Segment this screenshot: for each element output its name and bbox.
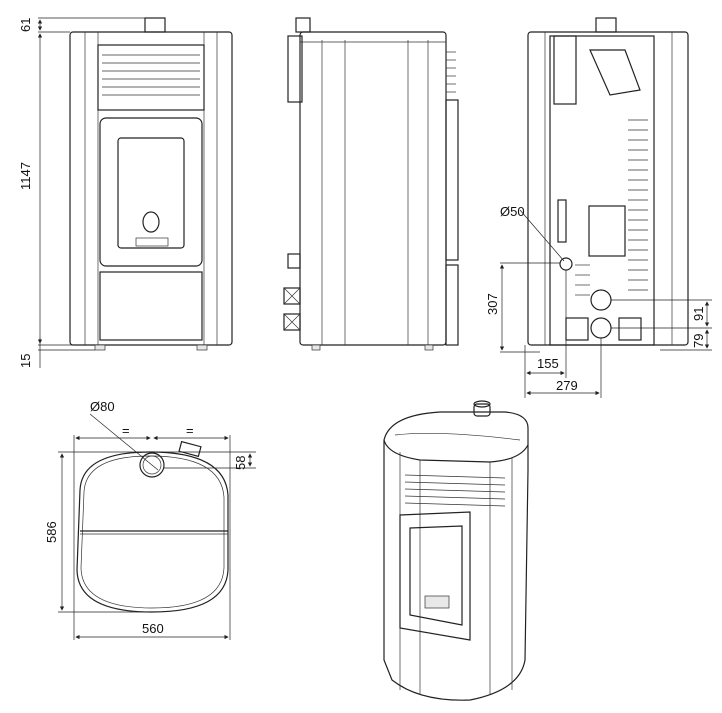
dim-flue-offset: 58 xyxy=(233,456,248,470)
dim-foot: 15 xyxy=(18,354,33,368)
dim-outlet-offset: 279 xyxy=(556,378,578,393)
dim-depth: 586 xyxy=(44,521,59,543)
dim-equal-right: = xyxy=(186,423,194,438)
dim-inlet-diameter: Ø50 xyxy=(500,204,525,219)
dim-upper-pipe: 91 xyxy=(691,307,706,321)
dim-inlet-offset: 155 xyxy=(537,356,559,371)
dim-height: 1147 xyxy=(18,162,33,190)
dim-flue-diameter: Ø80 xyxy=(90,399,115,414)
dim-equal-left: = xyxy=(122,423,130,438)
dim-top-flue: 61 xyxy=(18,18,33,32)
side-view xyxy=(283,17,459,351)
dim-lower-pipe: 79 xyxy=(691,334,706,348)
top-view: = = Ø80 58 586 560 xyxy=(44,399,256,640)
dim-width: 560 xyxy=(142,621,164,636)
front-view: 61 1147 15 xyxy=(18,17,233,368)
dim-inlet-height: 307 xyxy=(485,293,500,315)
rear-view: Ø50 307 155 279 91 79 xyxy=(485,17,712,398)
perspective-view xyxy=(383,400,529,701)
